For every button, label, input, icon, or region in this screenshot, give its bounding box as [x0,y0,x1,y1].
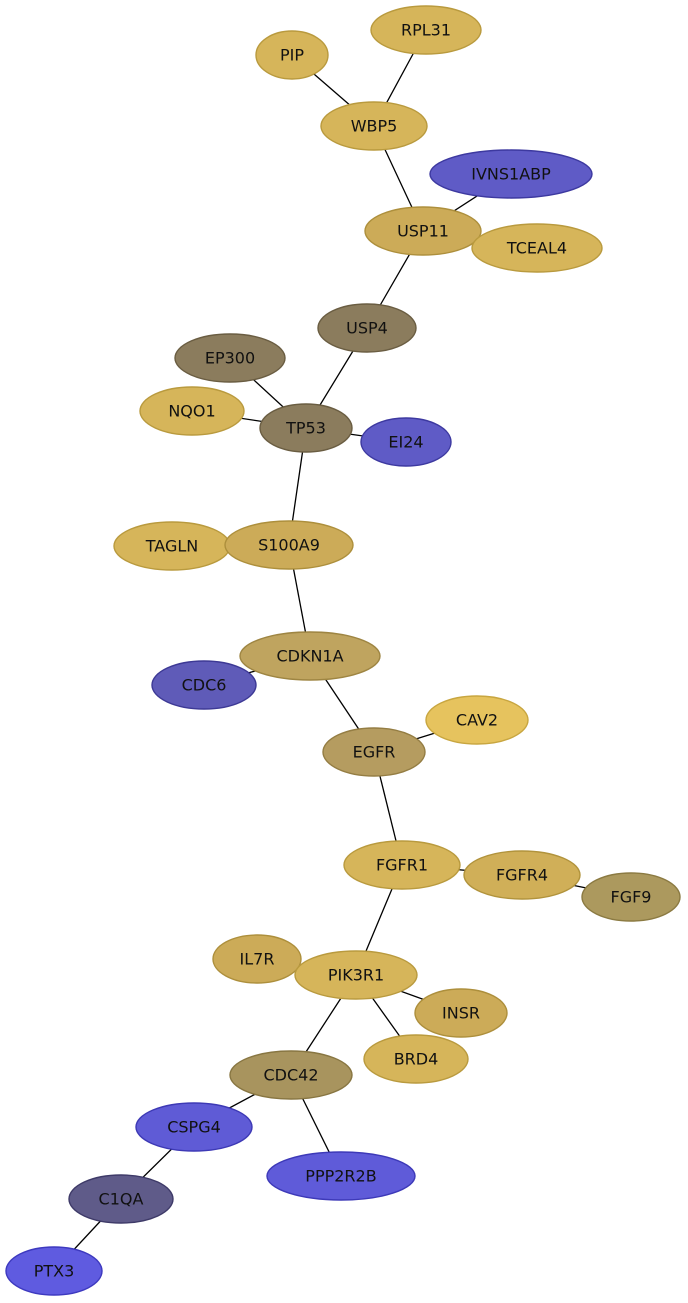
node-label-usp4: USP4 [346,319,388,338]
node-cav2[interactable]: CAV2 [425,695,529,745]
node-shape-s100a9 [224,520,354,570]
node-shape-usp11 [364,206,482,256]
node-shape-fgf9 [581,872,681,922]
node-label-egfr: EGFR [353,743,396,762]
node-label-ei24: EI24 [388,433,423,452]
node-shape-ei24 [360,417,452,467]
node-cdkn1a[interactable]: CDKN1A [239,631,381,681]
node-shape-c1qa [68,1174,174,1224]
node-shape-il7r [212,934,302,984]
node-shape-tp53 [259,403,353,453]
node-tp53[interactable]: TP53 [259,403,353,453]
node-label-fgfr1: FGFR1 [376,856,428,875]
node-shape-brd4 [363,1034,469,1084]
node-ptx3[interactable]: PTX3 [5,1246,103,1296]
node-shape-cdc42 [229,1050,353,1100]
node-ppp2r2b[interactable]: PPP2R2B [266,1151,416,1201]
node-label-ptx3: PTX3 [34,1262,75,1281]
node-label-fgf9: FGF9 [611,888,652,907]
node-label-ep300: EP300 [205,349,255,368]
node-shape-wbp5 [320,101,428,151]
node-label-tceal4: TCEAL4 [506,239,567,258]
node-label-pip: PIP [280,46,304,65]
node-label-wbp5: WBP5 [351,117,398,136]
node-label-brd4: BRD4 [394,1050,439,1069]
node-label-fgfr4: FGFR4 [496,866,548,885]
node-usp11[interactable]: USP11 [364,206,482,256]
node-brd4[interactable]: BRD4 [363,1034,469,1084]
node-fgfr4[interactable]: FGFR4 [463,850,581,900]
node-shape-cspg4 [135,1102,253,1152]
node-shape-ptx3 [5,1246,103,1296]
node-label-insr: INSR [442,1004,480,1023]
node-label-rpl31: RPL31 [401,21,451,40]
node-usp4[interactable]: USP4 [317,303,417,353]
node-shape-rpl31 [370,5,482,55]
node-label-tp53: TP53 [285,419,326,438]
node-label-c1qa: C1QA [99,1190,144,1209]
node-egfr[interactable]: EGFR [322,727,426,777]
node-label-ivns1abp: IVNS1ABP [471,165,551,184]
node-shape-insr [414,988,508,1038]
node-shape-pik3r1 [294,950,418,1000]
node-label-usp11: USP11 [397,222,449,241]
node-label-cdkn1a: CDKN1A [276,647,343,666]
node-shape-cdkn1a [239,631,381,681]
node-fgfr1[interactable]: FGFR1 [343,840,461,890]
node-cdc42[interactable]: CDC42 [229,1050,353,1100]
node-ei24[interactable]: EI24 [360,417,452,467]
node-insr[interactable]: INSR [414,988,508,1038]
node-label-pik3r1: PIK3R1 [328,966,384,985]
node-label-cdc6: CDC6 [182,676,227,695]
node-label-cav2: CAV2 [456,711,498,730]
node-ep300[interactable]: EP300 [174,333,286,383]
node-pip[interactable]: PIP [255,30,329,80]
node-wbp5[interactable]: WBP5 [320,101,428,151]
node-label-il7r: IL7R [240,950,275,969]
node-shape-fgfr4 [463,850,581,900]
node-shape-cdc6 [151,660,257,710]
node-label-ppp2r2b: PPP2R2B [305,1167,376,1186]
node-label-nqo1: NQO1 [168,402,215,421]
node-rpl31[interactable]: RPL31 [370,5,482,55]
node-shape-ivns1abp [429,149,593,199]
node-shape-egfr [322,727,426,777]
node-label-tagln: TAGLN [145,537,198,556]
node-cspg4[interactable]: CSPG4 [135,1102,253,1152]
node-shape-tceal4 [471,223,603,273]
node-c1qa[interactable]: C1QA [68,1174,174,1224]
node-shape-fgfr1 [343,840,461,890]
node-il7r[interactable]: IL7R [212,934,302,984]
node-label-cspg4: CSPG4 [167,1118,221,1137]
node-tceal4[interactable]: TCEAL4 [471,223,603,273]
node-s100a9[interactable]: S100A9 [224,520,354,570]
node-pik3r1[interactable]: PIK3R1 [294,950,418,1000]
node-shape-ppp2r2b [266,1151,416,1201]
node-ivns1abp[interactable]: IVNS1ABP [429,149,593,199]
node-label-cdc42: CDC42 [263,1066,318,1085]
node-tagln[interactable]: TAGLN [113,521,231,571]
node-label-s100a9: S100A9 [258,536,320,555]
node-cdc6[interactable]: CDC6 [151,660,257,710]
node-fgf9[interactable]: FGF9 [581,872,681,922]
node-shape-cav2 [425,695,529,745]
node-shape-pip [255,30,329,80]
node-shape-ep300 [174,333,286,383]
node-shape-usp4 [317,303,417,353]
node-shape-nqo1 [139,386,245,436]
node-nqo1[interactable]: NQO1 [139,386,245,436]
